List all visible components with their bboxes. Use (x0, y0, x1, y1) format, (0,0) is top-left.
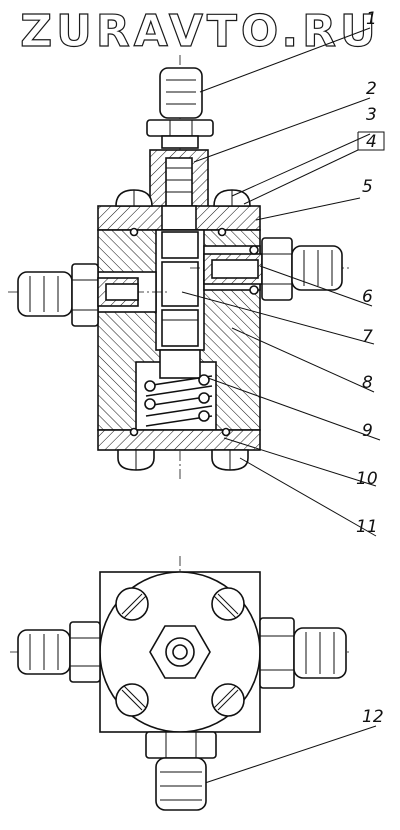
top-screw-left (115, 189, 153, 207)
top-fitting (146, 67, 214, 149)
left-port-fitting (8, 263, 170, 327)
plan-view (10, 556, 352, 811)
callout-6: 6 (362, 287, 373, 307)
section-view (8, 55, 350, 480)
plan-bottom-fitting (145, 731, 217, 811)
plan-left-fitting (17, 621, 101, 683)
plan-screw-tl (115, 587, 149, 621)
spring (144, 374, 213, 427)
plan-screw-br (211, 683, 245, 717)
bottom-cover (97, 429, 261, 451)
watermark-text: ZURAVTO.RU (20, 6, 379, 57)
main-body (97, 229, 261, 431)
callout-12: 12 (362, 707, 384, 727)
plan-screw-tr (211, 587, 245, 621)
plan-right-fitting (259, 617, 347, 689)
callout-9: 9 (362, 421, 373, 441)
callout-4: 4 (366, 132, 377, 152)
right-port-fitting (190, 237, 350, 301)
callout-5: 5 (362, 177, 373, 197)
callout-8: 8 (362, 373, 373, 393)
callout-10: 10 (356, 469, 378, 489)
callout-1: 1 (366, 9, 377, 29)
callout-2: 2 (366, 79, 377, 99)
callout-11: 11 (356, 517, 378, 537)
top-screw-right (213, 189, 251, 207)
bottom-screw-right (211, 449, 249, 471)
callout-3: 3 (366, 105, 377, 125)
top-cover (97, 205, 261, 231)
bottom-screw-left (117, 449, 155, 471)
callout-7: 7 (362, 327, 373, 347)
callout-leaders (181, 27, 385, 787)
plan-screw-bl (115, 683, 149, 717)
